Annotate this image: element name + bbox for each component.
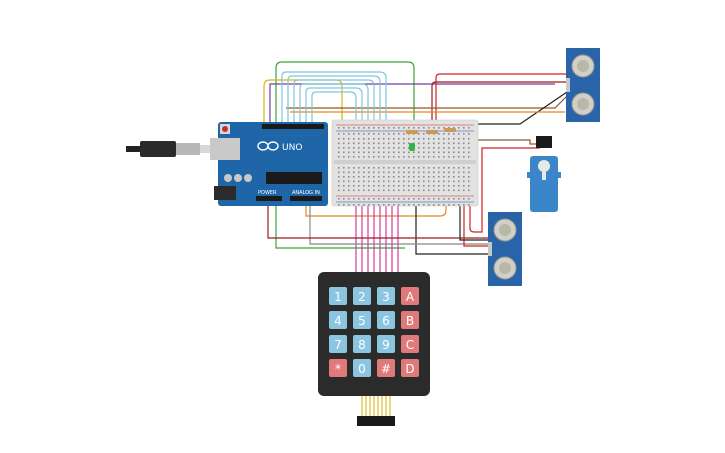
reset-button[interactable] [222,126,228,132]
wire-layer [263,61,568,272]
arduino-uno-board[interactable]: UNO POWER ANALOG IN [210,122,328,206]
keypad-key-5[interactable] [353,311,371,329]
keypad-key-label: 6 [382,314,390,328]
keypad-key-*[interactable] [329,359,347,377]
arduino-infinity-icon [257,141,279,151]
keypad-key-9[interactable] [377,335,395,353]
board-brand-label: UNO [282,143,302,153]
wire-cyan-1[interactable] [281,71,387,150]
keypad-key-C[interactable] [401,335,419,353]
led-green[interactable] [409,143,415,151]
keypad-key-3[interactable] [377,287,395,305]
keypad-key-0[interactable] [353,359,371,377]
keypad-key-1[interactable] [329,287,347,305]
ultrasonic-sensor-bottom[interactable] [488,212,522,286]
breadboard[interactable] [331,119,479,207]
keypad-key-label: * [335,362,341,376]
keypad-key-label: C [406,338,414,352]
wire-orange[interactable] [305,122,447,217]
keypad-key-label: A [406,290,415,304]
usb-cable-icon [126,141,220,157]
wire-cyan-6[interactable] [311,91,357,150]
wire-darkred-top-sensor[interactable] [431,81,567,128]
membrane-keypad[interactable]: 1 2 3 A 4 5 6 B 7 8 9 C * 0 # D [318,272,430,426]
wire-cyan-2[interactable] [287,75,381,150]
resistor-3[interactable] [444,128,456,132]
wire-brown-sensor[interactable] [286,95,568,109]
keypad-key-label: 3 [382,290,390,304]
keypad-key-4[interactable] [329,311,347,329]
keypad-key-label: 4 [334,314,342,328]
analog-header-label: ANALOG IN [292,190,320,196]
resistor-2[interactable] [426,130,438,134]
keypad-key-label: 7 [334,338,342,352]
keypad-key-label: 9 [382,338,390,352]
servo-motor[interactable] [527,136,561,212]
wire-cyan-3[interactable] [293,79,375,150]
wire-cyan-5[interactable] [305,87,363,150]
wire-black-bottom[interactable] [415,200,488,255]
wire-gray-bottom[interactable] [309,200,488,245]
wire-red-bottom[interactable] [463,200,488,247]
keypad-key-label: 8 [358,338,366,352]
power-header-label: POWER [258,190,277,196]
keypad-key-D[interactable] [401,359,419,377]
keypad-key-label: 5 [358,314,366,328]
keypad-key-A[interactable] [401,287,419,305]
keypad-keys: 1 2 3 A 4 5 6 B 7 8 9 C * 0 # D [329,287,419,377]
keypad-key-label: D [405,362,414,376]
wire-red-right[interactable] [469,140,540,233]
wire-brown-right[interactable] [476,139,540,145]
keypad-key-B[interactable] [401,311,419,329]
wire-red-top-sensor[interactable] [435,73,567,122]
keypad-key-label: B [406,314,414,328]
power-header[interactable] [256,196,282,201]
wire-purple[interactable] [269,83,555,128]
wire-green-top[interactable] [275,61,415,148]
microcontroller-chip [266,172,322,184]
keypad-key-label: # [381,362,391,376]
breadboard-holes [338,127,470,206]
keypad-key-6[interactable] [377,311,395,329]
keypad-key-7[interactable] [329,335,347,353]
keypad-key-label: 1 [334,290,342,304]
wire-cyan-4[interactable] [299,83,369,150]
resistor-1[interactable] [406,130,418,134]
digital-header[interactable] [262,124,324,129]
ultrasonic-sensor-top[interactable] [566,48,600,122]
keypad-key-8[interactable] [353,335,371,353]
wire-darkred-bottom[interactable] [267,200,488,239]
keypad-key-label: 0 [358,362,366,376]
analog-header[interactable] [290,196,322,201]
keypad-key-label: 2 [358,290,366,304]
keypad-key-2[interactable] [353,287,371,305]
keypad-ribbon-connector [357,396,395,426]
keypad-key-#[interactable] [377,359,395,377]
